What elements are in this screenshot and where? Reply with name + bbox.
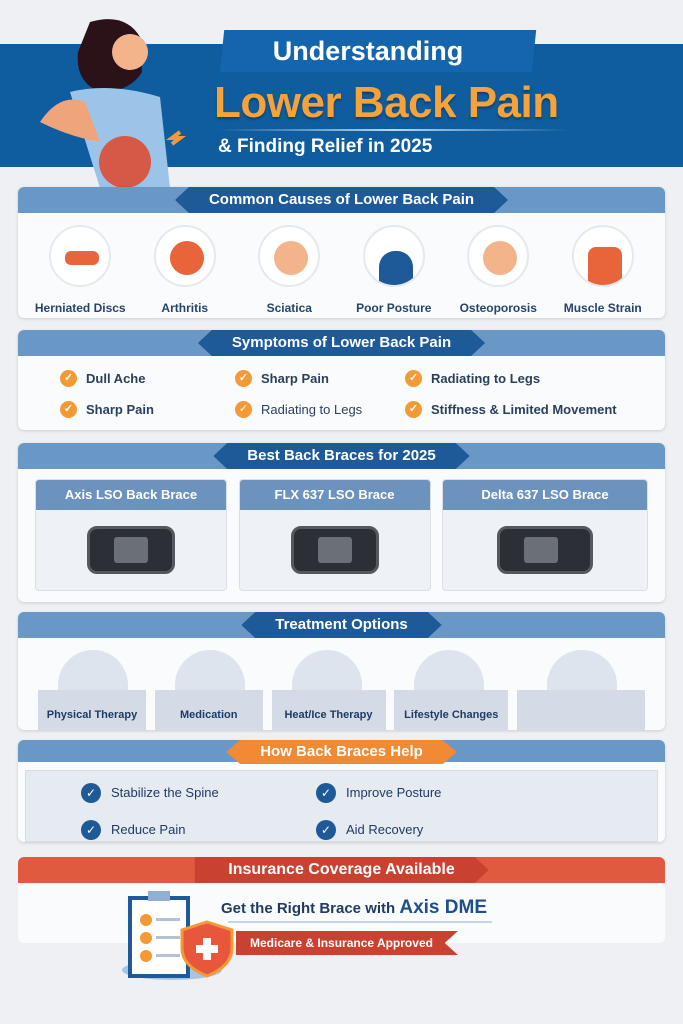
check-icon: ✓ [235,370,252,387]
check-icon: ✓ [316,819,336,840]
treatment-item: Physical Therapy [38,650,146,730]
check-icon: ✓ [405,370,422,387]
help-item: ✓Improve Posture [316,781,516,804]
divider [218,129,568,131]
cause-item: Muscle Strain [553,225,653,315]
symptoms-title: Symptoms of Lower Back Pain [198,330,485,356]
symptom-item: ✓Sharp Pain [60,401,235,418]
treatment-item: Heat/Ice Therapy [271,650,386,730]
symptom-item: ✓Sharp Pain [235,370,405,387]
herniated-disc-icon [49,225,112,287]
divider [228,921,492,923]
cause-item: Arthritis [135,225,235,315]
insurance-tagline: Get the Right Brace with Axis DME [221,897,487,918]
cause-item: Herniated Discs [30,225,130,315]
cause-item: Sciatica [239,225,339,315]
symptom-item: ✓Radiating to Legs [405,370,665,387]
clipboard-shield-icon [122,891,234,980]
arthritis-icon [153,225,216,287]
osteoporosis-icon [467,225,530,287]
check-icon: ✓ [316,782,336,803]
check-icon: ✓ [235,401,252,418]
treatment-title: Treatment Options [241,612,442,638]
back-brace-image [290,526,379,574]
insurance-section: Insurance Coverage Available [18,857,665,943]
check-icon: ✓ [81,782,101,803]
insurance-title: Insurance Coverage Available [194,857,488,883]
treatment-item: Lifestyle Changes [394,650,509,730]
help-item: ✓Aid Recovery [316,818,516,841]
braces-title: Best Back Braces for 2025 [213,443,469,469]
symptom-item: ✓Stiffness & Limited Movement [405,401,665,418]
symptom-item: ✓Radiating to Legs [235,401,405,418]
woman-back-pain-illustration [40,19,186,188]
treatment-section: Treatment Options Physical Therapy Medic… [18,612,665,730]
check-icon: ✓ [60,370,77,387]
sciatica-icon [258,225,321,287]
title-line1: Understanding [272,36,464,66]
brace-card[interactable]: FLX 637 LSO Brace [238,479,431,591]
treatment-item [517,650,645,730]
cause-item: Poor Posture [344,225,444,315]
cause-item: Osteoporosis [448,225,548,315]
muscle-strain-icon [571,225,634,287]
check-icon: ✓ [60,401,77,418]
title-main: Lower Back Pain [214,78,559,127]
check-icon: ✓ [405,401,422,418]
back-brace-image [497,526,593,574]
brace-card[interactable]: Delta 637 LSO Brace [442,479,648,591]
title-banner: Understanding [219,30,537,72]
help-item: ✓Stabilize the Spine [81,781,316,804]
symptoms-section: Symptoms of Lower Back Pain ✓Dull Ache ✓… [18,330,665,430]
brace-card[interactable]: Axis LSO Back Brace [35,479,227,591]
check-icon: ✓ [81,819,101,840]
title-subtitle: & Finding Relief in 2025 [218,136,433,157]
approved-ribbon: Medicare & Insurance Approved [236,931,458,955]
help-item: ✓Reduce Pain [81,818,316,841]
back-brace-image [87,526,175,574]
poor-posture-icon [362,225,425,287]
causes-title: Common Causes of Lower Back Pain [175,187,508,213]
brand-name: Axis DME [399,897,487,918]
help-title: How Back Braces Help [226,740,457,764]
treatment-item: Medication [154,650,263,730]
causes-section: Common Causes of Lower Back Pain Herniat… [18,187,665,318]
help-section: How Back Braces Help ✓Stabilize the Spin… [18,740,665,842]
braces-section: Best Back Braces for 2025 Axis LSO Back … [18,443,665,602]
symptom-item: ✓Dull Ache [60,370,235,387]
